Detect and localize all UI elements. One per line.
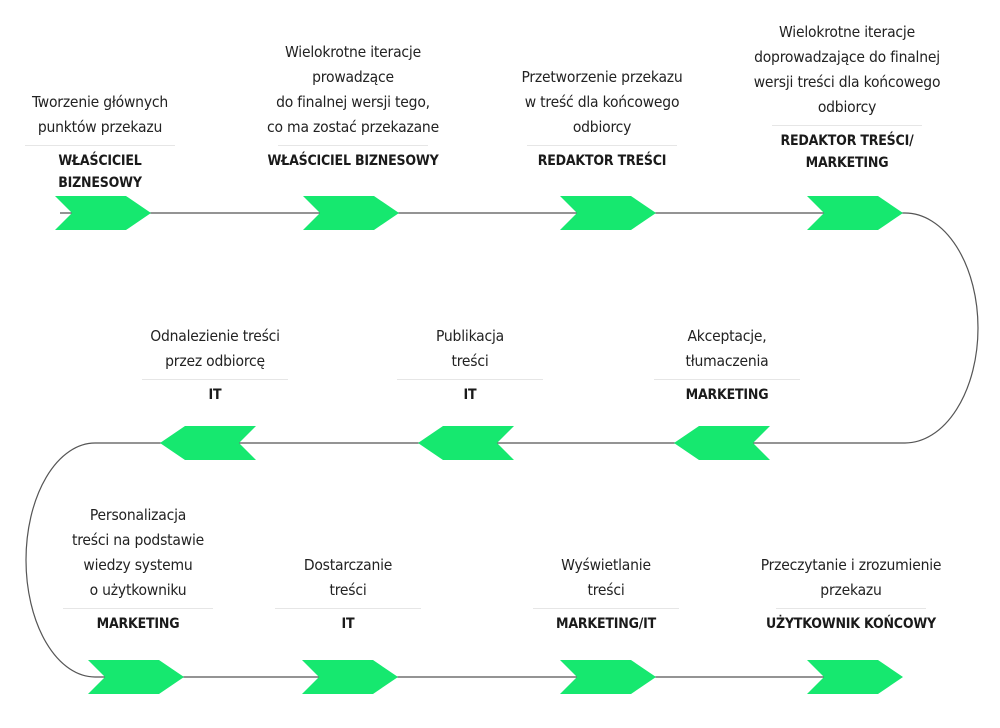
- step-divider: [527, 145, 677, 146]
- step-divider: [278, 145, 428, 146]
- flow-arrow-10: [560, 660, 656, 694]
- step-5: Akceptacje,tłumaczenia MARKETING: [648, 324, 806, 406]
- flow-arrow-1: [55, 196, 151, 230]
- step-description: Akceptacje,tłumaczenia: [685, 327, 769, 370]
- step-divider: [63, 608, 213, 609]
- step-divider: [772, 125, 922, 126]
- step-divider: [142, 379, 288, 380]
- flow-arrow-5: [674, 426, 770, 460]
- step-role: REDAKTOR TREŚCI/MARKETING: [780, 133, 914, 171]
- flow-path-line: [25, 212, 979, 678]
- step-divider: [25, 145, 175, 146]
- step-role: REDAKTOR TREŚCI: [537, 153, 667, 169]
- flow-arrow-11: [807, 660, 903, 694]
- flow-arrow-7: [160, 426, 256, 460]
- step-role: MARKETING: [96, 616, 180, 632]
- step-role: IT: [341, 616, 355, 632]
- step-divider: [275, 608, 421, 609]
- step-divider: [533, 608, 679, 609]
- step-role: IT: [463, 387, 477, 403]
- step-role: WŁAŚCICIEL BIZNESOWY: [58, 153, 142, 191]
- step-role: UŻYTKOWNIK KOŃCOWY: [766, 616, 936, 632]
- flow-arrow-9: [302, 660, 398, 694]
- step-role: IT: [208, 387, 222, 403]
- step-role: MARKETING/IT: [556, 616, 656, 632]
- step-role: WŁAŚCICIEL BIZNESOWY: [267, 153, 439, 169]
- step-divider: [397, 379, 543, 380]
- step-divider: [654, 379, 800, 380]
- step-divider: [776, 608, 926, 609]
- flow-arrow-6: [418, 426, 514, 460]
- flow-arrow-3: [560, 196, 656, 230]
- step-role: MARKETING: [685, 387, 769, 403]
- flow-arrow-8: [88, 660, 184, 694]
- flow-arrow-4: [807, 196, 903, 230]
- flow-arrow-2: [303, 196, 399, 230]
